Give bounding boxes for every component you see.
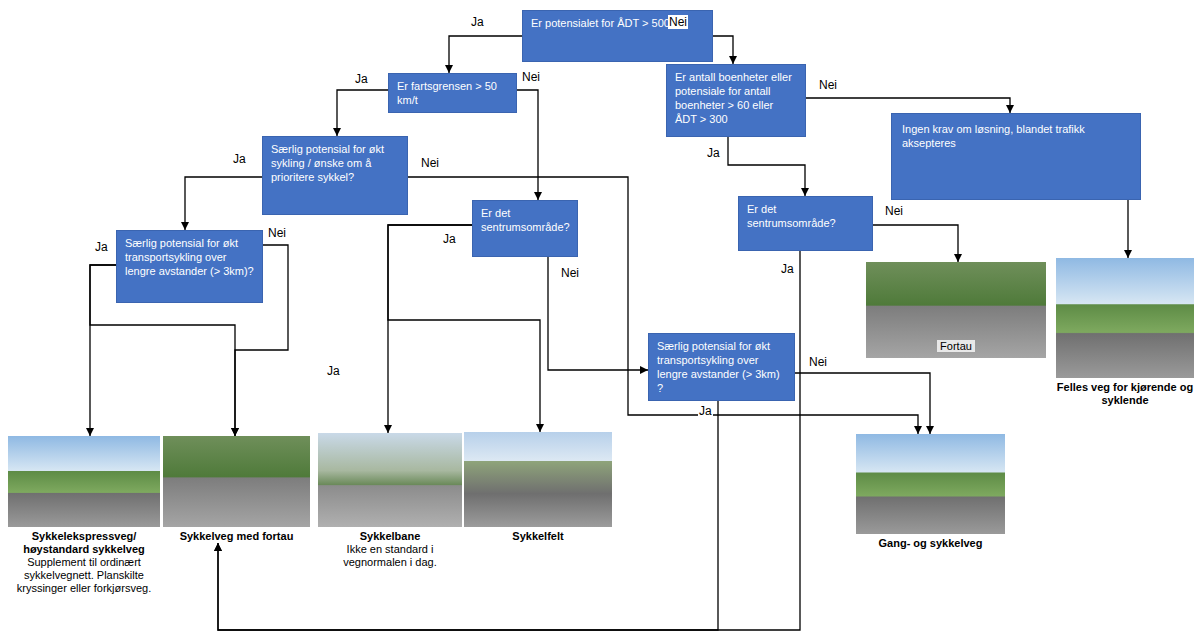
decision-box: Særlig potensial for økt transportsyklin… [116,230,263,303]
edge-label: Ja [354,72,369,86]
road-photo [163,436,310,527]
edge-label: Nei [668,15,688,29]
decision-text: Særlig potensial for økt transportsyklin… [125,236,254,278]
photo-node: SykkelbaneIkke en standard i vegnormalen… [318,433,462,569]
decision-box: Særlig potensial for økt transportsyklin… [648,333,795,401]
photo-caption: Sykkelekspressveg/ høystandard sykkelveg [8,530,160,556]
photo-note: Ikke en standard i vegnormalen i dag. [318,543,462,569]
connector [90,265,116,436]
decision-box: Er fartsgrensen > 50 km/t [388,73,517,113]
road-photo [856,434,1005,534]
edge-label: Nei [884,204,904,218]
road-photo [464,432,612,527]
connector [713,36,733,64]
photo-node: Fortau [866,262,1046,358]
edge-label: Ja [442,232,457,246]
edge-label: Ja [232,152,247,166]
photo-node: Gang- og sykkelveg [856,434,1005,550]
connector [873,225,958,262]
free-label: Ja [326,364,341,378]
connector [517,90,538,200]
photo-node: Sykkelfelt [464,432,612,543]
decision-box: Er antall boenheter eller potensiale for… [666,64,806,137]
edge-label: Nei [818,78,838,92]
decision-text: Ingen krav om løsning, blandet trafikk a… [902,122,1130,150]
photo-node: Sykkelveg med fortau [163,436,310,543]
edge-label: Ja [706,146,721,160]
road-photo: Fortau [866,262,1046,358]
connector [1127,200,1128,258]
edge-label: Ja [94,240,109,254]
connector [728,137,805,196]
photo-note: Supplement til ordinært sykkelvegnett. P… [8,556,160,595]
photo-caption: Sykkelveg med fortau [163,530,310,543]
photo-node: Sykkelekspressveg/ høystandard sykkelveg… [8,436,160,595]
decision-text: Særlig potensial for økt sykling / ønske… [271,142,399,184]
photo-caption: Sykkelbane [318,530,462,543]
edge-label: Nei [521,70,541,84]
road-photo [1056,258,1194,378]
photo-caption: Sykkelfelt [464,530,612,543]
decision-text: Er det sentrumsområde? [481,206,569,234]
edge-label: Nei [808,355,828,369]
connector [388,225,472,433]
decision-box: Er det sentrumsområde? [472,200,578,257]
edge-label: Ja [698,404,713,418]
connector [337,90,388,136]
edge-label: Nei [420,156,440,170]
photo-caption: Felles veg for kjørende og syklende [1050,381,1200,407]
connector [408,177,918,434]
connector [806,98,1010,113]
edge-label: Ja [470,15,485,29]
decision-box: Særlig potensial for økt sykling / ønske… [262,136,408,215]
decision-text: Er det sentrumsområde? [747,202,864,230]
decision-text: Er antall boenheter eller potensiale for… [675,70,797,126]
photo-label: Fortau [937,340,975,352]
connector [548,257,648,370]
edge-label: Ja [780,262,795,276]
connector [795,373,930,434]
photo-node: Felles veg for kjørende og syklende [1050,258,1200,407]
connector [185,177,262,230]
edge-label: Nei [560,266,580,280]
road-photo [318,433,462,527]
decision-text: Særlig potensial for økt transportsyklin… [657,339,786,395]
decision-box: Er det sentrumsområde? [738,196,873,251]
road-photo [8,436,160,527]
edge-label: Nei [267,226,287,240]
photo-caption: Gang- og sykkelveg [856,537,1005,550]
connector [449,36,522,73]
decision-box: Ingen krav om løsning, blandet trafikk a… [891,113,1141,200]
decision-text: Er fartsgrensen > 50 km/t [397,79,508,107]
photo-label-holder: Fortau [866,340,1046,353]
